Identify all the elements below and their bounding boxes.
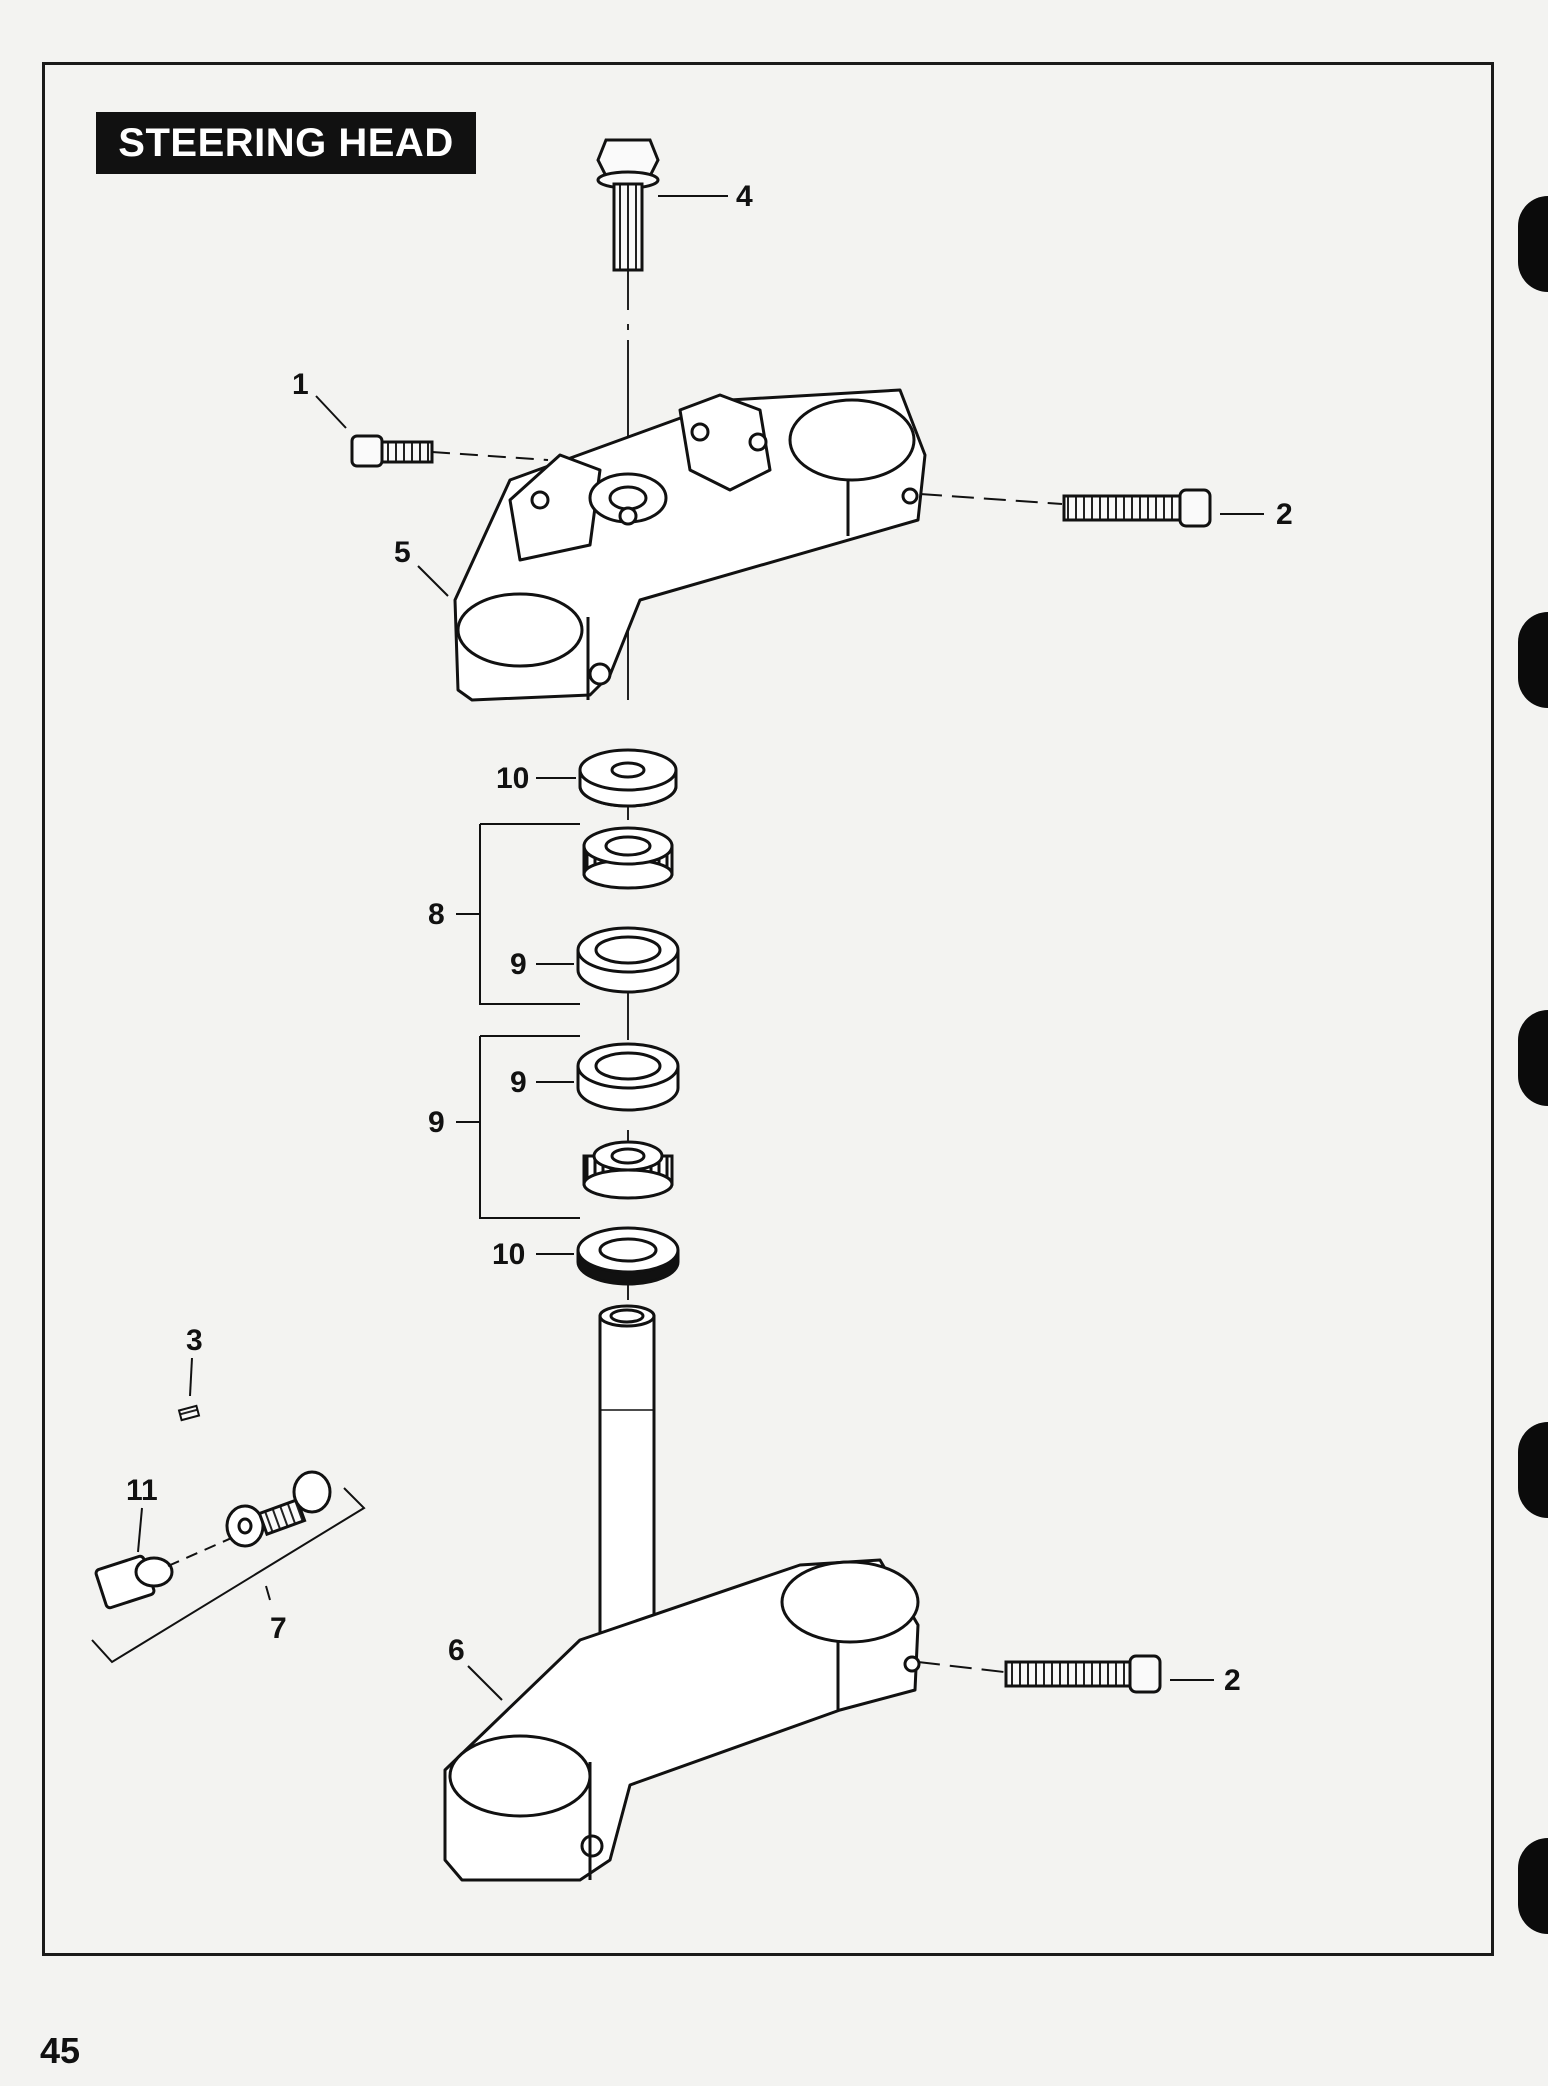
upper-triple-clamp-5 [453, 388, 927, 702]
callout-11: 11 [126, 1474, 158, 1507]
callout-9-upper: 9 [510, 948, 527, 981]
callout-9-group: 9 [428, 1106, 445, 1139]
callout-10-lower: 10 [492, 1238, 525, 1271]
race-9-lower [576, 1042, 680, 1112]
binder-tab-1 [1518, 196, 1548, 292]
set-screw-3 [177, 1404, 201, 1422]
callout-6: 6 [448, 1634, 465, 1667]
binder-tab-2 [1518, 612, 1548, 708]
screw-1 [350, 434, 549, 468]
lower-triple-clamp-6 [443, 1304, 921, 1882]
bearing-8 [582, 826, 674, 890]
callout-7: 7 [270, 1612, 287, 1645]
screw-2-top [919, 488, 1212, 528]
page-number: 45 [40, 2030, 81, 2071]
callout-2-bottom: 2 [1224, 1664, 1241, 1697]
callout-9-lower: 9 [510, 1066, 527, 1099]
bearing-9 [582, 1140, 674, 1200]
callout-3: 3 [186, 1324, 203, 1357]
callout-10-upper: 10 [496, 762, 529, 795]
race-9-upper [576, 926, 680, 994]
page-title: STEERING HEAD [96, 112, 476, 174]
callout-2-top: 2 [1276, 498, 1293, 531]
callout-4: 4 [736, 180, 753, 213]
callout-1: 1 [292, 368, 309, 401]
bolt-4 [596, 138, 660, 272]
screw-2-bottom [917, 1654, 1162, 1694]
callout-5: 5 [394, 536, 411, 569]
leader-lines [137, 195, 1264, 1701]
seal-10-upper [578, 748, 678, 808]
seal-10-lower [576, 1226, 680, 1286]
callout-8: 8 [428, 898, 445, 931]
binder-tab-3 [1518, 1010, 1548, 1106]
binder-tab-4 [1518, 1422, 1548, 1518]
diagram-frame [42, 62, 1494, 1956]
fork-lock-7 [91, 1470, 366, 1664]
binder-tab-5 [1518, 1838, 1548, 1934]
